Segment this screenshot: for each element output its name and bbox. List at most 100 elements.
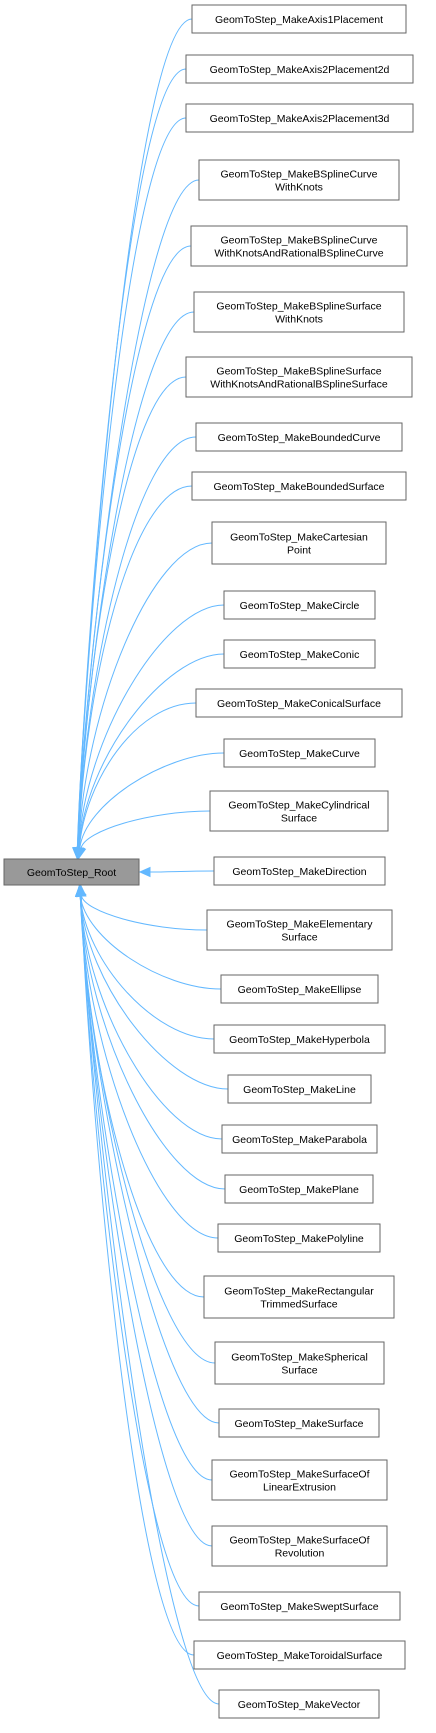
inheritance-edge <box>149 870 215 873</box>
derived-class-label: GeomToStep_MakeConicalSurface <box>217 698 381 710</box>
inheritance-edge <box>78 653 225 849</box>
derived-class-label: WithKnotsAndRationalBSplineCurve <box>214 248 383 260</box>
derived-class-node[interactable]: GeomToStep_MakeBSplineCurveWithKnotsAndR… <box>190 225 408 267</box>
inheritance-edge <box>80 810 211 849</box>
derived-class-label: WithKnots <box>275 182 323 194</box>
inheritance-edge <box>79 895 229 1090</box>
derived-class-label: GeomToStep_MakeHyperbola <box>229 1034 370 1046</box>
derived-class-label: GeomToStep_MakePlane <box>239 1184 359 1196</box>
derived-class-label: Point <box>287 545 311 557</box>
inheritance-edge <box>80 895 208 931</box>
derived-class-node[interactable]: GeomToStep_MakeAxis2Placement3d <box>185 103 414 133</box>
arrowhead-icon <box>75 846 87 860</box>
derived-class-label: GeomToStep_MakeSpherical <box>231 1352 368 1364</box>
inheritance-edge <box>77 117 187 849</box>
derived-class-label: GeomToStep_MakeAxis2Placement3d <box>210 113 390 125</box>
nodes-layer: GeomToStep_Root GeomToStep_MakeAxis1Place… <box>3 4 414 1719</box>
derived-class-label: GeomToStep_MakeBSplineCurve <box>221 169 378 181</box>
inheritance-edge <box>78 702 197 849</box>
inheritance-edge <box>79 895 226 1190</box>
derived-class-label: GeomToStep_MakeSurfaceOf <box>229 1469 369 1481</box>
derived-class-label: GeomToStep_MakeAxis1Placement <box>215 14 383 26</box>
derived-class-label: GeomToStep_MakeBoundedCurve <box>218 432 381 444</box>
derived-class-node[interactable]: GeomToStep_MakeCurve <box>223 738 376 768</box>
inheritance-edge <box>79 752 225 849</box>
derived-class-label: GeomToStep_MakeBoundedSurface <box>213 481 384 493</box>
inheritance-edge <box>78 604 225 849</box>
derived-class-label: GeomToStep_MakeAxis2Placement2d <box>210 64 390 76</box>
derived-class-label: GeomToStep_MakeSweptSurface <box>220 1601 378 1613</box>
derived-class-label: GeomToStep_MakeCurve <box>239 748 360 760</box>
derived-class-label: GeomToStep_MakeSurfaceOf <box>229 1535 369 1547</box>
derived-class-node[interactable]: GeomToStep_MakeSweptSurface <box>198 1591 401 1621</box>
derived-class-label: LinearExtrusion <box>263 1482 336 1494</box>
inheritance-edge <box>76 18 193 849</box>
derived-class-node[interactable]: GeomToStep_MakeVector <box>218 1689 380 1719</box>
derived-class-node[interactable]: GeomToStep_MakePlane <box>224 1174 374 1204</box>
derived-class-node[interactable]: GeomToStep_MakeHyperbola <box>213 1024 386 1054</box>
derived-class-label: GeomToStep_MakeElementary <box>227 919 374 931</box>
derived-class-label: WithKnots <box>275 314 323 326</box>
derived-class-node[interactable]: GeomToStep_MakeParabola <box>221 1124 378 1154</box>
inheritance-edge <box>80 895 220 1705</box>
derived-class-node[interactable]: GeomToStep_MakeAxis2Placement2d <box>185 54 414 84</box>
derived-class-label: GeomToStep_MakeCartesian <box>230 532 368 544</box>
root-class-node[interactable]: GeomToStep_Root <box>3 858 140 886</box>
derived-class-label: GeomToStep_MakeParabola <box>232 1134 367 1146</box>
inheritance-edge <box>78 542 213 849</box>
derived-class-node[interactable]: GeomToStep_MakeLine <box>227 1074 372 1104</box>
derived-class-label: GeomToStep_MakeEllipse <box>238 984 362 996</box>
derived-class-label: GeomToStep_MakePolyline <box>234 1233 364 1245</box>
inheritance-edge <box>79 895 215 1040</box>
inheritance-edge <box>80 895 195 1656</box>
derived-class-node[interactable]: GeomToStep_MakeAxis1Placement <box>191 4 407 34</box>
derived-class-node[interactable]: GeomToStep_MakeConic <box>223 639 376 669</box>
derived-class-node[interactable]: GeomToStep_MakeBoundedCurve <box>195 422 403 452</box>
arrowhead-icon <box>138 866 151 878</box>
inheritance-edge <box>76 68 187 849</box>
derived-class-label: GeomToStep_MakeCircle <box>240 600 360 612</box>
derived-class-node[interactable]: GeomToStep_MakeToroidalSurface <box>193 1640 406 1670</box>
inheritance-edge <box>77 245 192 849</box>
derived-class-label: GeomToStep_MakeToroidalSurface <box>217 1650 383 1662</box>
derived-class-label: TrimmedSurface <box>260 1299 337 1311</box>
derived-class-label: GeomToStep_MakeRectangular <box>224 1286 374 1298</box>
derived-class-node[interactable]: GeomToStep_MakeDirection <box>213 856 386 886</box>
derived-class-label: Revolution <box>275 1548 325 1560</box>
derived-class-label: Surface <box>281 932 317 944</box>
edges-layer <box>72 18 229 1705</box>
derived-class-label: GeomToStep_MakeSurface <box>235 1418 364 1430</box>
derived-class-node[interactable]: GeomToStep_MakeBoundedSurface <box>191 471 407 501</box>
inheritance-edge <box>79 895 222 990</box>
derived-class-node[interactable]: GeomToStep_MakeCircle <box>223 590 376 620</box>
inheritance-edge <box>79 895 223 1140</box>
derived-class-label: Surface <box>281 813 317 825</box>
derived-class-label: GeomToStep_MakeDirection <box>232 866 366 878</box>
derived-class-label: GeomToStep_MakeVector <box>238 1699 361 1711</box>
derived-class-node[interactable]: GeomToStep_MakeBSplineSurfaceWithKnotsAn… <box>185 356 413 398</box>
inheritance-edge <box>79 895 219 1239</box>
derived-class-label: GeomToStep_MakeCylindrical <box>228 800 369 812</box>
derived-class-node[interactable]: GeomToStep_MakeSurface <box>218 1408 380 1438</box>
derived-class-label: GeomToStep_MakeLine <box>243 1084 356 1096</box>
derived-class-label: GeomToStep_MakeBSplineSurface <box>216 301 381 313</box>
inheritance-edge <box>80 895 220 1424</box>
derived-class-node[interactable]: GeomToStep_MakePolyline <box>217 1223 381 1253</box>
root-class-label: GeomToStep_Root <box>27 867 116 879</box>
derived-class-label: WithKnotsAndRationalBSplineSurface <box>210 379 388 391</box>
derived-class-node[interactable]: GeomToStep_MakeEllipse <box>220 974 379 1004</box>
derived-class-node[interactable]: GeomToStep_MakeConicalSurface <box>195 688 403 718</box>
derived-class-label: Surface <box>281 1365 317 1377</box>
derived-class-label: GeomToStep_MakeBSplineCurve <box>221 235 378 247</box>
inheritance-edge <box>77 485 193 849</box>
